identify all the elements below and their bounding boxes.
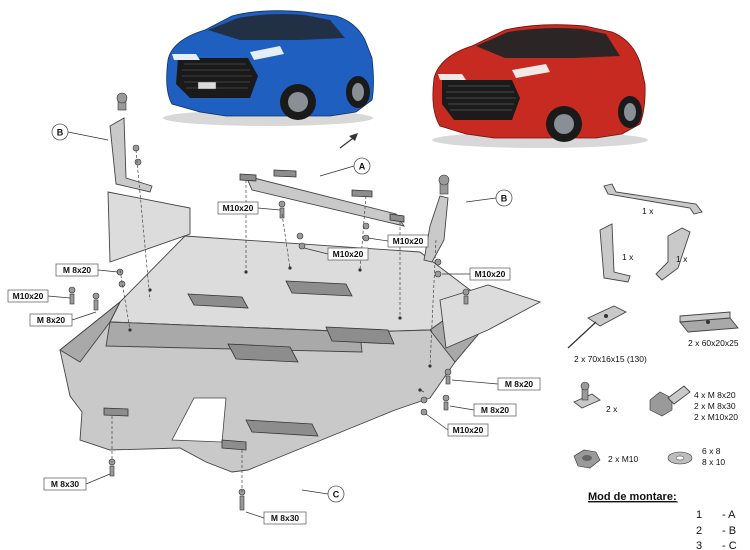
legend-num-2: 2	[696, 525, 702, 537]
svg-text:2 x 70x16x15 (130): 2 x 70x16x15 (130)	[574, 354, 647, 364]
part-bar: 1 x	[603, 183, 703, 216]
label-m8x20-left: M 8x20	[63, 265, 92, 275]
callout-b-right: B	[465, 189, 513, 207]
label-m10x20-right: M10x20	[475, 269, 506, 279]
callout-a: A	[319, 157, 371, 177]
label-m10x20-left: M10x20	[13, 291, 44, 301]
part-bolt-icon: 4 x M 8x20 2 x M 8x30 2 x M10x20	[649, 385, 738, 422]
label-m8x20-right2: M 8x20	[481, 405, 510, 415]
svg-text:B: B	[501, 194, 508, 204]
part-plate: 2 x 60x20x25	[679, 311, 739, 348]
svg-text:1 x: 1 x	[642, 206, 654, 216]
legend-title: Mod de montare:	[588, 491, 677, 503]
svg-text:8 x 10: 8 x 10	[702, 457, 725, 467]
label-m10x20-bottom-right: M10x20	[453, 425, 484, 435]
bracket-right	[423, 174, 450, 263]
bracket-left	[109, 92, 153, 193]
legend-letter-3: - C	[722, 540, 737, 550]
svg-text:1 x: 1 x	[676, 254, 688, 264]
svg-text:2 x M10x20: 2 x M10x20	[694, 412, 738, 422]
legend-num-1: 1	[696, 509, 702, 521]
skid-plate	[59, 191, 542, 473]
label-m8x30-bottom: M 8x30	[271, 513, 300, 523]
label-m10x20-top: M10x20	[223, 203, 254, 213]
part-washer-icon: 6 x 8 8 x 10	[667, 446, 725, 467]
svg-text:2 x M10: 2 x M10	[608, 454, 639, 464]
part-nut-icon: 2 x M10	[573, 449, 639, 469]
legend-letter-2: - B	[722, 525, 736, 537]
label-m8x20-right1: M 8x20	[505, 379, 534, 389]
blue-suv-image	[163, 10, 374, 126]
svg-text:6 x 8: 6 x 8	[702, 446, 721, 456]
svg-text:4 x M 8x20: 4 x M 8x20	[694, 390, 736, 400]
label-m8x30-left: M 8x30	[51, 479, 80, 489]
red-suv-image	[432, 24, 648, 148]
fastener-labels: M10x20 M10x20 M10x20 M10x20 M 8x20 M10x2…	[7, 201, 541, 525]
svg-text:2 x M 8x30: 2 x M 8x30	[694, 401, 736, 411]
legend-letter-1: - A	[722, 509, 736, 521]
part-clip: 2 x	[573, 381, 618, 414]
part-bracket-left: 1 x	[599, 223, 634, 283]
legend-num-3: 3	[696, 540, 702, 550]
svg-text:2 x 60x20x25: 2 x 60x20x25	[688, 338, 739, 348]
crossbar-a	[239, 169, 406, 227]
label-m10x20-mid-right: M10x20	[393, 236, 424, 246]
callout-b-left: B	[51, 123, 109, 141]
label-m10x20-mid: M10x20	[333, 249, 364, 259]
part-bracket-right: 1 x	[655, 227, 691, 281]
mounting-legend: Mod de montare: 1 - A 2 - B 3 - C	[588, 491, 737, 550]
svg-text:B: B	[57, 128, 64, 138]
svg-text:1 x: 1 x	[622, 252, 634, 262]
direction-arrow-icon	[339, 133, 358, 149]
part-stud: 2 x 70x16x15 (130)	[567, 305, 647, 364]
label-m8x20-left2: M 8x20	[37, 315, 66, 325]
svg-text:A: A	[359, 162, 366, 172]
svg-text:2 x: 2 x	[606, 404, 618, 414]
parts-list: 1 x 1 x 1 x 2 x 70x16x15 (130) 2 x 60x20…	[567, 183, 739, 469]
svg-text:C: C	[333, 490, 340, 500]
callout-c: C	[301, 485, 345, 503]
